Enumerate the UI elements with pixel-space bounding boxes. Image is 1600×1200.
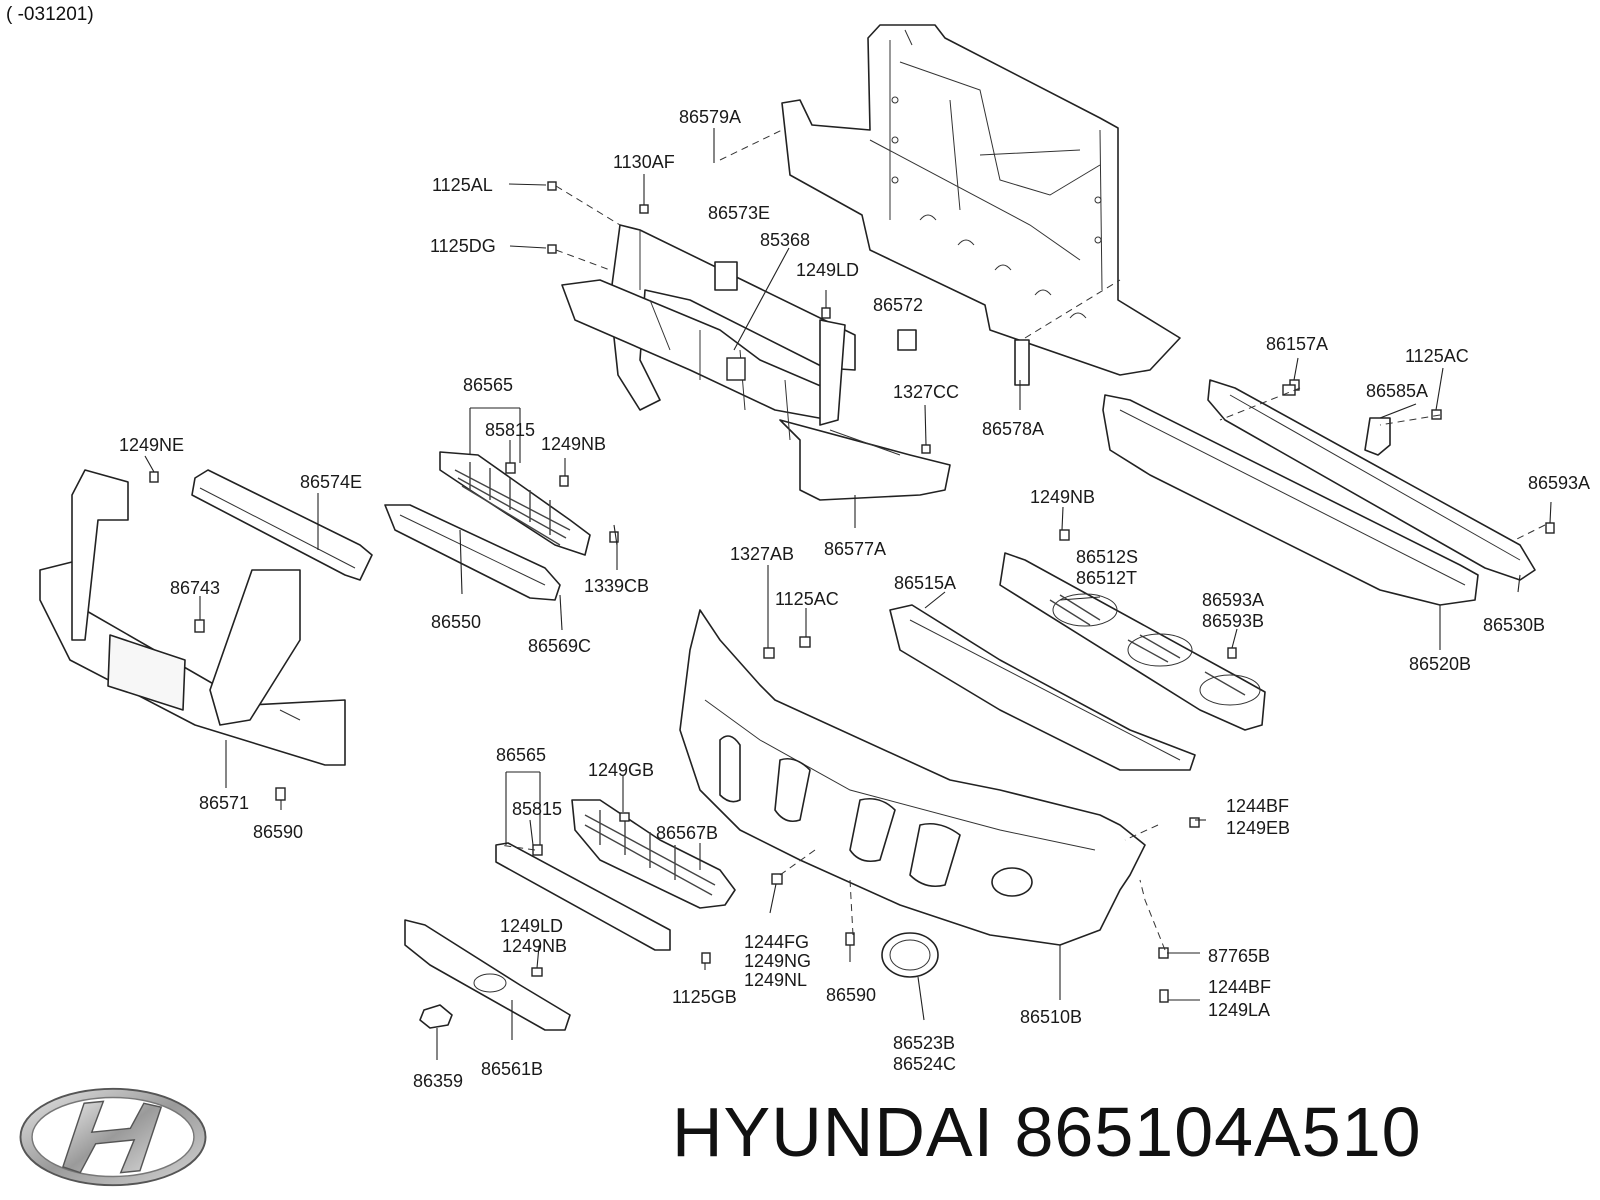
lower-cover-86561b — [404, 919, 571, 1031]
callout-1249eb: 1249EB — [1226, 818, 1290, 838]
bumper-side-left — [39, 469, 346, 766]
callout-86574e: 86574E — [300, 472, 362, 492]
callout-1125al: 1125AL — [432, 175, 493, 195]
callout-86572: 86572 — [873, 295, 923, 315]
callout-86590-center: 86590 — [826, 985, 876, 1005]
callout-86579a: 86579A — [679, 107, 741, 127]
lower-center-grille — [571, 799, 736, 909]
callout-1249ld: 1249LD — [796, 260, 859, 280]
callout-86512t: 86512T — [1076, 568, 1137, 588]
grille-moulding — [384, 504, 561, 601]
callout-labels: 86579A 1130AF 1125AL 86573E 85368 1125DG… — [119, 107, 1590, 1091]
callout-1125dg: 1125DG — [430, 236, 496, 256]
callout-1249nb-upper: 1249NB — [541, 434, 606, 454]
callout-85815-lower: 85815 — [512, 799, 562, 819]
brand-part-title: HYUNDAI 865104A510 — [672, 1092, 1422, 1172]
callout-1249ld-lower: 1249LD — [500, 916, 563, 936]
callout-86578a: 86578A — [982, 419, 1044, 439]
callout-86561b: 86561B — [481, 1059, 543, 1079]
callout-86512s: 86512S — [1076, 547, 1138, 567]
callout-1249nb-lower: 1249NB — [502, 936, 567, 956]
fasteners — [149, 181, 1555, 1003]
callout-86743: 86743 — [170, 578, 220, 598]
callout-86524c: 86524C — [893, 1054, 956, 1074]
callout-86571: 86571 — [199, 793, 249, 813]
callout-86590-left: 86590 — [253, 822, 303, 842]
lower-grille — [999, 552, 1266, 731]
callout-86593a-center: 86593A — [1202, 590, 1264, 610]
callout-86515a: 86515A — [894, 573, 956, 593]
callout-86565-upper: 86565 — [463, 375, 513, 395]
part-number: 865104A510 — [1014, 1093, 1422, 1171]
callout-1249nb-right: 1249NB — [1030, 487, 1095, 507]
callout-1339cb: 1339CB — [584, 576, 649, 596]
callout-1327cc: 1327CC — [893, 382, 959, 402]
callout-85815-upper: 85815 — [485, 420, 535, 440]
callout-86565-lower: 86565 — [496, 745, 546, 765]
callout-1244fg: 1244FG — [744, 932, 809, 952]
callout-86550: 86550 — [431, 612, 481, 632]
callout-86520b: 86520B — [1409, 654, 1471, 674]
variant-note: ( -031201) — [6, 4, 94, 25]
callout-1249nl: 1249NL — [744, 970, 807, 990]
front-bumper-cover — [679, 609, 1146, 946]
hyundai-logo-icon — [19, 1087, 207, 1187]
callout-86567b: 86567B — [656, 823, 718, 843]
callout-86593b: 86593B — [1202, 611, 1264, 631]
assembly-dash-lines — [499, 129, 1546, 951]
brand-name: HYUNDAI — [672, 1093, 995, 1171]
bumper-bracket-86515a — [889, 604, 1196, 771]
callout-1125ac-right: 1125AC — [1405, 346, 1469, 366]
callout-86157a: 86157A — [1266, 334, 1328, 354]
callout-1130af: 1130AF — [613, 152, 675, 172]
callout-86593a-right: 86593A — [1528, 473, 1590, 493]
energy-absorber — [1102, 379, 1536, 606]
callout-87765b: 87765B — [1208, 946, 1270, 966]
callout-86573e: 86573E — [708, 203, 770, 223]
callout-85368: 85368 — [760, 230, 810, 250]
radiator-support-panel — [781, 24, 1181, 376]
callout-1249ne: 1249NE — [119, 435, 184, 455]
callout-86577a: 86577A — [824, 539, 886, 559]
callout-86510b: 86510B — [1020, 1007, 1082, 1027]
emblem-86359 — [419, 1004, 453, 1029]
callout-86585a: 86585A — [1366, 381, 1428, 401]
callout-1327ab: 1327AB — [730, 544, 794, 564]
callout-1125ac-center: 1125AC — [775, 589, 839, 609]
callout-1244bf-upper: 1244BF — [1226, 796, 1289, 816]
callout-1125gb: 1125GB — [672, 987, 737, 1007]
callout-1249gb: 1249GB — [588, 760, 654, 780]
fog-lamp-ring — [881, 932, 939, 978]
filler-strip — [191, 469, 373, 581]
leader-lines — [144, 128, 1552, 1060]
callout-1249la: 1249LA — [1208, 1000, 1270, 1020]
callout-1244bf-lower: 1244BF — [1208, 977, 1271, 997]
callout-1249ng: 1249NG — [744, 951, 811, 971]
callout-86359: 86359 — [413, 1071, 463, 1091]
callout-86569c: 86569C — [528, 636, 591, 656]
callout-86523b: 86523B — [893, 1033, 955, 1053]
lower-moulding — [495, 842, 671, 951]
callout-86530b: 86530B — [1483, 615, 1545, 635]
bumper-back-beam — [561, 224, 951, 501]
upper-grille — [439, 451, 591, 556]
